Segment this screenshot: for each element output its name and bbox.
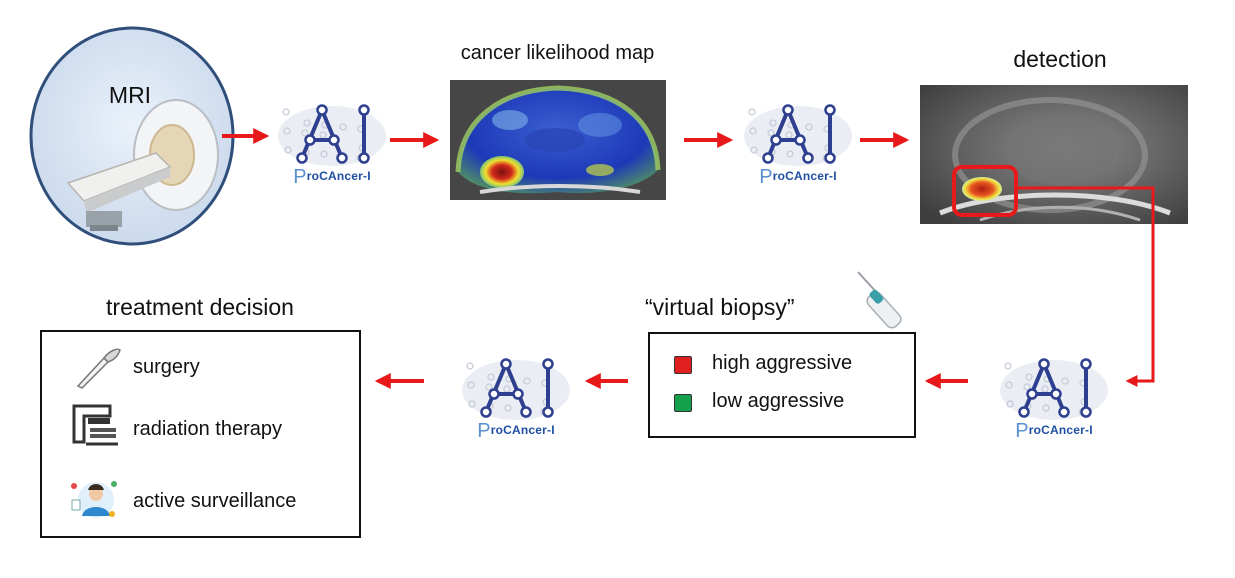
brain-node	[1042, 404, 1050, 412]
treatment-item-radiation: radiation therapy	[133, 418, 282, 440]
brain-node	[468, 400, 476, 408]
brain-node	[467, 381, 475, 389]
brain-node	[1025, 373, 1033, 381]
mri-scanner-illustration	[29, 26, 235, 246]
ai-letter-a-stroke	[766, 108, 790, 160]
ai-letter-a-stroke	[1022, 362, 1046, 414]
ai-letter-a-stroke	[300, 108, 324, 160]
detection-image	[920, 85, 1188, 224]
ai-network-node	[802, 152, 814, 164]
procancer-logo: ProCAncer-I	[1015, 420, 1093, 442]
scalpel-icon	[74, 346, 122, 390]
legend-label-low: low aggressive	[712, 390, 845, 412]
brain-node	[301, 129, 309, 137]
ai-network-node	[500, 358, 512, 370]
ai-network-node	[336, 152, 348, 164]
ai-network-node	[296, 152, 308, 164]
legend-label-high: high aggressive	[712, 352, 853, 374]
virtual-biopsy-box	[648, 332, 916, 438]
ai-module-1: AI ProCAncer-I	[272, 96, 392, 196]
ai-network-node	[782, 104, 794, 116]
treatment-decision-title: treatment decision	[106, 294, 294, 320]
ai-letter-a-stroke	[504, 362, 528, 414]
ai-network-node	[542, 406, 554, 418]
doctor-icon	[66, 474, 120, 526]
ai-network-node	[1026, 388, 1038, 400]
ai-network-node	[488, 388, 500, 400]
ai-network-node	[1058, 406, 1070, 418]
procancer-logo: ProCAncer-I	[759, 166, 837, 188]
ai-network-node	[770, 134, 782, 146]
ai-letter-a-stroke	[786, 108, 810, 160]
brain-node	[487, 373, 495, 381]
brain-node	[504, 404, 512, 412]
ai-network-node	[512, 388, 524, 400]
ai-network-node	[1018, 406, 1030, 418]
detection-title: detection	[1013, 46, 1107, 72]
brain-node	[339, 123, 347, 131]
ai-network-node	[762, 152, 774, 164]
ai-network-node	[520, 406, 532, 418]
likelihood-map-title: cancer likelihood map	[460, 42, 655, 64]
brain-node	[303, 119, 311, 127]
ai-module-3: AI ProCAncer-I	[994, 350, 1114, 450]
brain-node	[767, 129, 775, 137]
ai-network-node	[824, 152, 836, 164]
brain-node	[485, 383, 493, 391]
ai-module-4: AI ProCAncer-I	[456, 350, 576, 450]
brain-node	[284, 146, 292, 154]
ai-network-node	[316, 104, 328, 116]
ai-network-node	[1038, 358, 1050, 370]
legend-swatch-low	[674, 394, 692, 412]
ai-network-node	[358, 104, 370, 116]
mri-label: MRI	[108, 82, 152, 108]
likelihood-map-image	[450, 80, 666, 200]
connector-detection-to-ai	[1016, 186, 1155, 387]
ai-network-node	[542, 358, 554, 370]
brain-node	[320, 150, 328, 158]
brain-node	[1061, 377, 1069, 385]
ai-network-node	[358, 152, 370, 164]
ai-network-node	[794, 134, 806, 146]
ai-module-2: AI ProCAncer-I	[738, 96, 858, 196]
ai-network-node	[1080, 406, 1092, 418]
mri-node: MRI	[28, 25, 236, 247]
ai-letter-a-stroke	[484, 362, 508, 414]
brain-node	[1023, 383, 1031, 391]
brain-node	[749, 127, 757, 135]
ai-network-node	[1050, 388, 1062, 400]
brain-node	[748, 108, 756, 116]
brain-node	[750, 146, 758, 154]
brain-node	[282, 108, 290, 116]
radiation-machine-icon	[70, 402, 120, 448]
ai-network-node	[328, 134, 340, 146]
brain-node	[769, 119, 777, 127]
procancer-logo: ProCAncer-I	[477, 420, 555, 442]
brain-node	[466, 362, 474, 370]
ai-letter-a-stroke	[1042, 362, 1066, 414]
brain-node	[1004, 362, 1012, 370]
brain-node	[1006, 400, 1014, 408]
treatment-item-surgery: surgery	[133, 356, 200, 378]
ai-network-node	[1080, 358, 1092, 370]
brain-node	[523, 377, 531, 385]
legend-swatch-high	[674, 356, 692, 374]
ai-network-node	[824, 104, 836, 116]
procancer-logo: ProCAncer-I	[293, 166, 371, 188]
brain-node	[283, 127, 291, 135]
biopsy-needle-icon	[852, 268, 916, 330]
virtual-biopsy-title: “virtual biopsy”	[645, 294, 795, 320]
brain-node	[786, 150, 794, 158]
treatment-item-surveillance: active surveillance	[133, 490, 297, 512]
brain-node	[1005, 381, 1013, 389]
ai-network-node	[304, 134, 316, 146]
brain-node	[805, 123, 813, 131]
ai-network-node	[480, 406, 492, 418]
ai-letter-a-stroke	[320, 108, 344, 160]
